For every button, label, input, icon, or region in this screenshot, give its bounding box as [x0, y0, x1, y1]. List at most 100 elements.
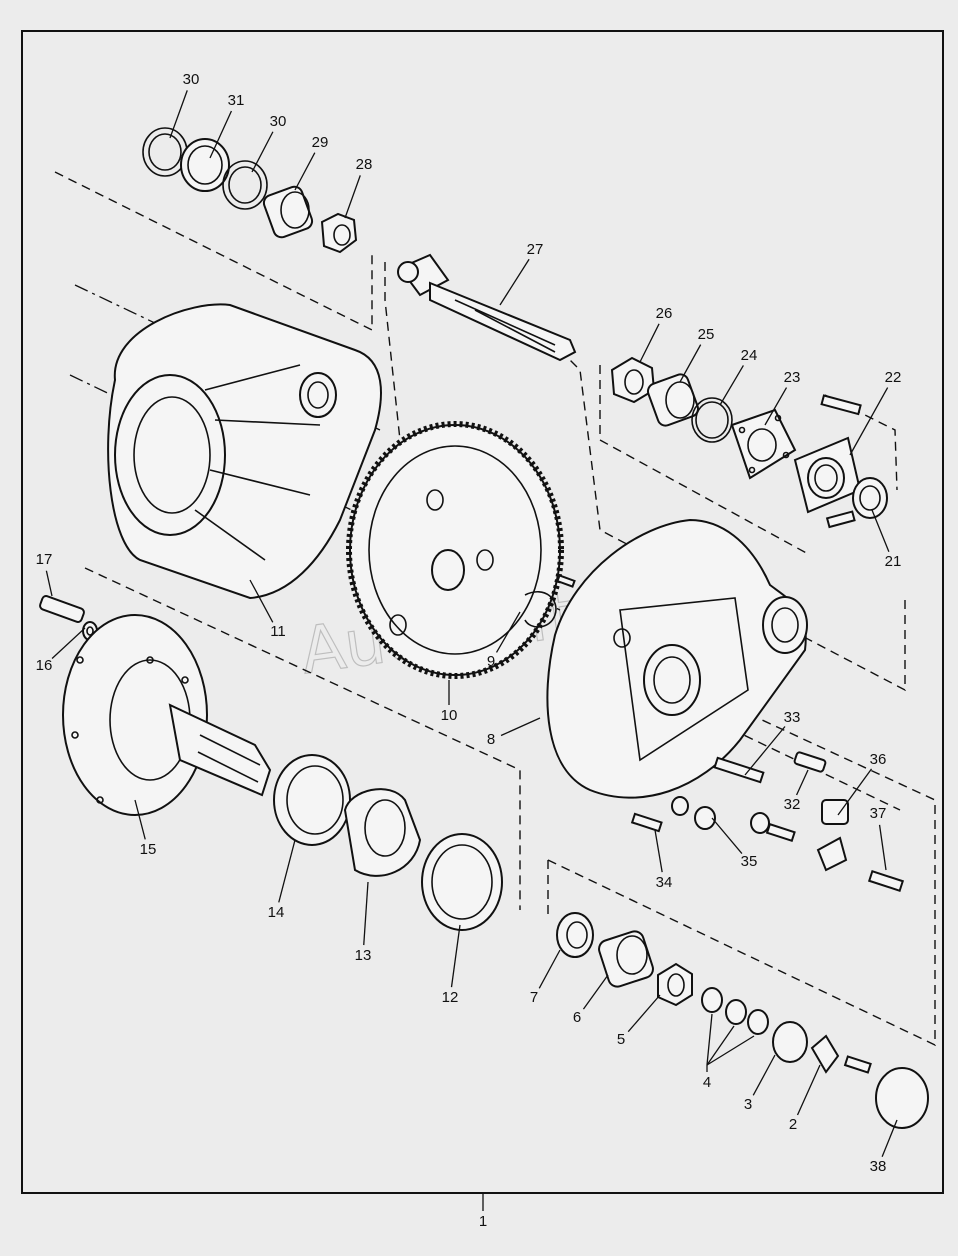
callout-label-c23: 23: [784, 369, 801, 386]
bearing-ring-31: [180, 138, 230, 192]
callout-label-c24: 24: [741, 347, 758, 364]
bolt-17: [39, 595, 85, 623]
callout-leader-c37: [878, 824, 887, 871]
circlip-9: [524, 574, 576, 628]
callout-label-c31: 31: [228, 92, 245, 109]
callout-label-c35: 35: [741, 853, 758, 870]
callout-leader-c30b: [251, 131, 274, 173]
stud-33: [713, 756, 765, 784]
snap-ring-30b: [222, 160, 268, 210]
callout-leader-c17: [45, 570, 53, 597]
callout-leader-c16: [51, 627, 86, 659]
callout-leader-c5: [627, 994, 661, 1033]
callout-label-c27: 27: [527, 241, 544, 258]
callout-label-c10: 10: [441, 707, 458, 724]
callout-leader-c21: [871, 509, 890, 553]
callout-leader-c36: [837, 768, 873, 816]
callout-label-c22: 22: [885, 369, 902, 386]
plug-36: [816, 799, 849, 872]
callout-label-c14: 14: [268, 904, 285, 921]
callout-label-c16: 16: [36, 657, 53, 674]
washer-plug-35: [671, 796, 796, 843]
callout-leader-c29: [294, 152, 316, 191]
callout-label-c13: 13: [355, 947, 372, 964]
bolt-22-top: [820, 394, 862, 416]
callout-label-c30a: 30: [183, 71, 200, 88]
callout-leader-c3: [752, 1054, 776, 1096]
callout-label-c15: 15: [140, 841, 157, 858]
callout-leader-c38: [881, 1119, 898, 1158]
callout-label-c8: 8: [487, 731, 495, 748]
callout-leader-c28: [344, 175, 361, 219]
axle-shaft-15: [62, 614, 272, 816]
tapered-bearing-13: [343, 788, 422, 877]
callout-leader-c34: [654, 829, 663, 873]
callout-label-c34: 34: [656, 874, 673, 891]
axle-housing-11: [107, 303, 382, 600]
callout-leader-c2: [796, 1064, 821, 1116]
callout-label-c21: 21: [885, 553, 902, 570]
callout-leader-c11: [249, 579, 274, 623]
callout-label-c5: 5: [617, 1031, 625, 1048]
gasket-23: [730, 408, 797, 480]
callout-leader-c23: [764, 387, 788, 426]
roller-cage-28: [320, 212, 358, 254]
lock-plate-2: [810, 1034, 872, 1074]
bearing-cup-12: [421, 833, 503, 931]
callout-leader-c12: [450, 924, 461, 988]
callout-label-c29: 29: [312, 134, 329, 151]
callout-leader-c31: [209, 110, 233, 159]
callout-label-c7: 7: [530, 989, 538, 1006]
callout-label-c1: 1: [479, 1213, 487, 1230]
bolt-22-bottom: [825, 510, 856, 529]
callout-leader-c8: [500, 717, 541, 737]
callout-label-c17: 17: [36, 551, 53, 568]
callout-label-c38: 38: [870, 1158, 887, 1175]
callout-leader-c13: [363, 881, 369, 946]
callout-leader-c14: [278, 839, 296, 903]
callout-label-c28: 28: [356, 156, 373, 173]
oil-seal-21: [852, 477, 888, 519]
callout-leader-c32: [795, 769, 809, 796]
callout-label-c37: 37: [870, 805, 887, 822]
callout-leader-c7: [538, 949, 561, 989]
callout-leader-c27: [499, 258, 530, 306]
callout-leader-c33: [744, 726, 786, 776]
callout-label-c4: 4: [703, 1074, 711, 1091]
differential-cover-8: [546, 518, 808, 799]
callout-leader-c15: [134, 799, 146, 840]
callout-leader-c22: [849, 387, 889, 456]
callout-label-c36: 36: [870, 751, 887, 768]
bearing-cap-22: [793, 436, 862, 514]
bearing-29: [262, 185, 314, 239]
breather-32: [793, 751, 827, 773]
bearing-6: [598, 930, 654, 988]
callout-leader-c9: [495, 611, 521, 653]
seal-7: [556, 912, 594, 958]
callout-label-c25: 25: [698, 326, 715, 343]
callout-label-c30b: 30: [270, 113, 287, 130]
callout-label-c12: 12: [442, 989, 459, 1006]
pinion-shaft-27: [397, 253, 577, 362]
callout-label-c33: 33: [784, 709, 801, 726]
callout-label-c6: 6: [573, 1009, 581, 1026]
oil-seal-14: [273, 754, 351, 846]
callout-leader-c26: [639, 323, 660, 363]
callout-leader-c25: [679, 344, 702, 383]
callout-leader-c30a: [169, 90, 188, 139]
bolt-34: [630, 812, 663, 833]
callout-label-c32: 32: [784, 796, 801, 813]
callout-leader-c24: [719, 365, 744, 406]
ring-gear-10: [346, 421, 564, 679]
callout-label-c11: 11: [270, 623, 286, 640]
cap-38: [875, 1067, 929, 1129]
callout-leader-c6: [582, 974, 609, 1010]
callout-label-c26: 26: [656, 305, 673, 322]
callout-label-c9: 9: [487, 653, 495, 670]
bolt-37: [867, 870, 905, 892]
shims-4: [701, 987, 769, 1066]
o-ring-24: [691, 397, 733, 443]
